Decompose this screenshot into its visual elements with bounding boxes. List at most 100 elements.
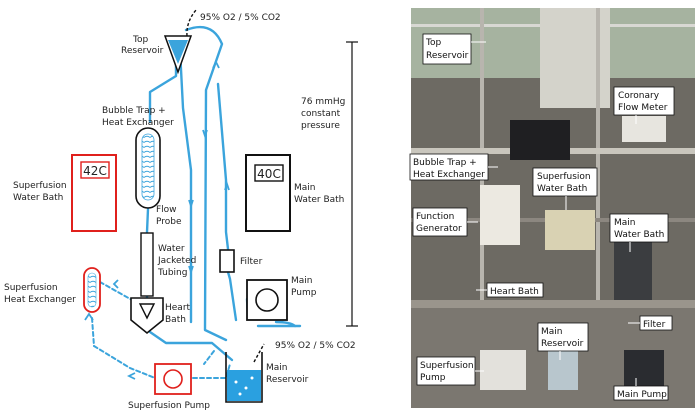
pressure-label-1: 76 mmHg bbox=[301, 97, 345, 107]
photo-function-generator-1: Function bbox=[416, 212, 454, 222]
superfusion-pump bbox=[154, 363, 192, 395]
photo-function-generator-2: Generator bbox=[416, 224, 462, 234]
photo-label-superfusion-pump: Superfusion Pump bbox=[416, 356, 476, 386]
main-pump-label-2: Pump bbox=[291, 288, 317, 298]
water-jacketed-tubing bbox=[140, 232, 154, 297]
tube-top-outflow bbox=[178, 48, 193, 324]
main-reservoir-label-2: Reservoir bbox=[266, 375, 309, 385]
photo-label-function-generator: Function Generator bbox=[412, 207, 468, 237]
photo-bubble-trap-1: Bubble Trap + bbox=[413, 158, 477, 168]
flow-probe-label-1: Flow bbox=[156, 205, 177, 215]
photo-flow-meter-1: Coronary bbox=[618, 91, 660, 101]
bench-top bbox=[411, 300, 695, 308]
photo-label-flow-meter: Coronary Flow Meter bbox=[613, 86, 675, 116]
photo-superfusion-pump-2: Pump bbox=[420, 373, 446, 383]
filter bbox=[219, 249, 235, 273]
dash-pump-to-reservoir bbox=[192, 363, 231, 379]
bubble-trap bbox=[135, 127, 161, 209]
photo-label-bubble-trap: Bubble Trap + Heat Exchanger bbox=[409, 153, 489, 181]
photo-heart-bath: Heart Bath bbox=[490, 287, 539, 297]
photo-superfusion-bath-2: Water Bath bbox=[537, 184, 587, 194]
gas-line-top bbox=[186, 9, 197, 37]
dark-monitor bbox=[510, 120, 570, 160]
photo-leader-lines bbox=[467, 41, 640, 386]
main-temp: 40C bbox=[257, 167, 281, 181]
top-reservoir-label-2: Reservoir bbox=[121, 46, 164, 56]
main-pump-label-1: Main bbox=[291, 276, 313, 286]
photo-main-reservoir-1: Main bbox=[541, 327, 563, 337]
flow-arrows bbox=[84, 59, 230, 380]
photo-label-top-reservoir: Top Reservoir bbox=[422, 33, 472, 65]
top-reservoir-label-1: Top bbox=[132, 35, 148, 45]
superfusion-heat-exchanger bbox=[83, 267, 101, 313]
gas-label-bottom: 95% O2 / 5% CO2 bbox=[275, 341, 356, 351]
heart-bath-label-2: Bath bbox=[165, 315, 186, 325]
arrow-7 bbox=[112, 279, 119, 289]
photo-label-main-bath: Main Water Bath bbox=[609, 213, 669, 243]
arrow-8 bbox=[126, 372, 136, 380]
arrow-3 bbox=[188, 265, 194, 275]
dash-heart-to-pump bbox=[203, 350, 215, 365]
superfusion-temp: 42C bbox=[83, 164, 107, 178]
tube-return-to-top bbox=[184, 25, 228, 342]
tube-heart-to-reservoir bbox=[148, 330, 234, 362]
reservoir-beaker bbox=[548, 350, 578, 390]
main-bath-device bbox=[614, 240, 652, 300]
photo-main-reservoir-2: Reservoir bbox=[541, 339, 584, 349]
photo-main-bath-1: Main bbox=[614, 218, 636, 228]
arrow-2 bbox=[188, 199, 194, 209]
arrow-5 bbox=[224, 181, 230, 191]
photo-label-heart-bath: Heart Bath bbox=[486, 282, 544, 298]
bath-unit bbox=[545, 210, 595, 250]
superfusion-water-bath bbox=[71, 154, 117, 232]
superfusion-pump-device bbox=[480, 350, 526, 390]
photo-filter: Filter bbox=[643, 320, 666, 330]
superfusion-hx-label-2: Heat Exchanger bbox=[4, 295, 76, 305]
jacketed-label-2: Jacketed bbox=[157, 256, 196, 266]
arrow-6 bbox=[84, 312, 94, 321]
arrow-4 bbox=[212, 59, 220, 69]
bubble-trap-label-1: Bubble Trap + bbox=[102, 106, 166, 116]
main-pump-device bbox=[624, 350, 664, 386]
main-bath-label-2: Water Bath bbox=[294, 195, 344, 205]
photo-superfusion-pump-1: Superfusion bbox=[420, 361, 474, 371]
photo-label-filter: Filter bbox=[639, 315, 673, 331]
photo-label-main-pump: Main Pump bbox=[613, 385, 669, 401]
schematic-panel: 95% O2 / 5% CO2 Top Reservoir 76 mmHg co… bbox=[4, 9, 358, 411]
perfusion-tubing bbox=[145, 25, 302, 362]
arrow-1 bbox=[202, 129, 208, 139]
flow-probe-label-2: Probe bbox=[156, 217, 182, 227]
gas-line-bottom bbox=[253, 343, 265, 363]
jacketed-label-3: Tubing bbox=[157, 268, 187, 278]
main-pump bbox=[246, 279, 288, 321]
photo-flow-meter-2: Flow Meter bbox=[618, 103, 668, 113]
flow-meter-device bbox=[622, 116, 666, 142]
pressure-label-3: pressure bbox=[301, 121, 340, 131]
superfusion-bath-label-2: Water Bath bbox=[13, 193, 63, 203]
pressure-label-2: constant bbox=[301, 109, 341, 119]
photo-bubble-trap-2: Heat Exchanger bbox=[413, 170, 485, 180]
heart-bath-label-1: Heart bbox=[165, 303, 191, 313]
dash-hx-down bbox=[91, 317, 156, 379]
main-reservoir-label-1: Main bbox=[266, 363, 288, 373]
tube-filter-to-pump bbox=[216, 82, 230, 251]
dash-hx-to-heart bbox=[99, 281, 133, 301]
top-reservoir bbox=[163, 35, 193, 75]
microscope bbox=[480, 185, 520, 245]
main-reservoir bbox=[225, 352, 263, 403]
photo-main-pump: Main Pump bbox=[617, 390, 667, 400]
tube-bubbletrap-to-jacket bbox=[145, 207, 150, 234]
photo-main-bath-2: Water Bath bbox=[614, 230, 664, 240]
photo-superfusion-bath-1: Superfusion bbox=[537, 172, 591, 182]
photo-label-superfusion-bath: Superfusion Water Bath bbox=[532, 167, 598, 197]
pressure-scale-bar bbox=[346, 41, 358, 327]
photo-top-reservoir-2: Reservoir bbox=[426, 51, 469, 61]
superfusion-pump-label: Superfusion Pump bbox=[128, 401, 210, 411]
gas-label-top: 95% O2 / 5% CO2 bbox=[200, 13, 281, 23]
main-bath-label-1: Main bbox=[294, 183, 316, 193]
rack-post-right bbox=[596, 8, 600, 408]
photo-top-reservoir-1: Top bbox=[425, 38, 441, 48]
jacketed-label-1: Water bbox=[158, 244, 185, 254]
superfusion-hx-label-1: Superfusion bbox=[4, 283, 58, 293]
